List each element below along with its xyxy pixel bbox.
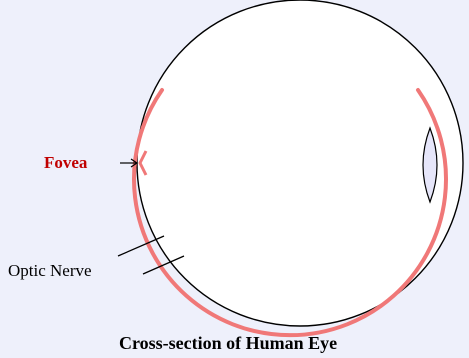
fovea-marker — [138, 150, 148, 176]
retina-arc — [132, 88, 448, 338]
optic-nerve-pointer-lines — [117, 235, 185, 275]
optic-nerve-label: Optic Nerve — [8, 261, 92, 280]
eyeball-outline — [136, 0, 464, 327]
fovea-label: Fovea — [44, 153, 88, 172]
fovea-arrow — [120, 158, 139, 168]
lens-shape — [422, 126, 438, 204]
figure-caption: Cross-section of Human Eye — [119, 333, 337, 353]
